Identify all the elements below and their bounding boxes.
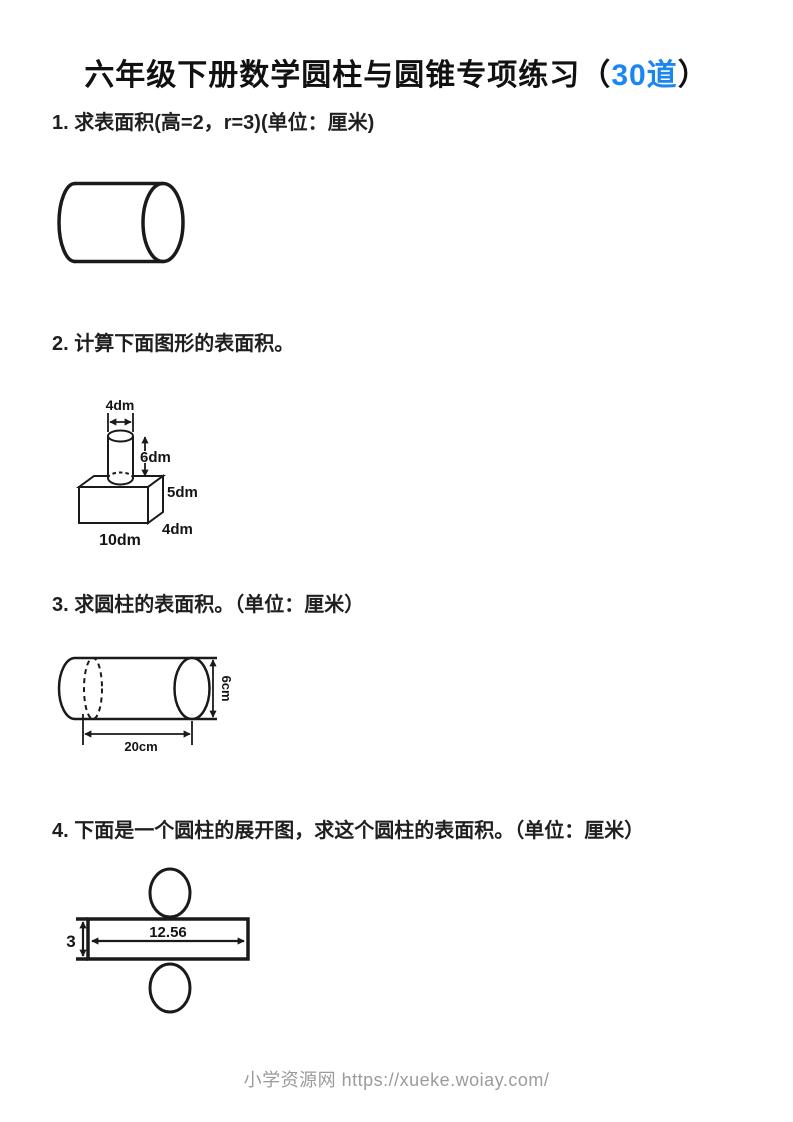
net-shape [76,867,250,1014]
cylinder-body-mask [108,436,133,483]
dimension-lines [82,659,217,745]
question-3-text: 3. 求圆柱的表面积。（单位：厘米） [52,594,365,616]
label-box-depth: 4dm [162,521,193,538]
label-box-height: 5dm [167,484,198,501]
title-prefix: 六年级下册数学圆柱与圆锥专项练习（ [84,59,612,92]
page-title: 六年级下册数学圆柱与圆锥专项练习（30道） [0,50,793,94]
question-3-cylinder-diagram: 6cm 20cm [57,656,235,755]
cylinder-shape [57,181,185,264]
label-rect-height: 3 [66,932,75,951]
cylinder-shape [107,429,134,486]
question-1-cylinder-diagram [57,181,185,264]
title-suffix: ） [677,59,709,92]
label-circumference: 12.56 [149,924,187,941]
question-1-text: 1. 求表面积(高=2，r=3)(单位：厘米) [52,112,375,134]
question-4-cylinder-net-diagram: 3 12.56 [65,867,250,1014]
label-length: 20cm [124,739,157,754]
title-question-count: 30道 [611,59,678,92]
label-box-length: 10dm [99,532,141,548]
question-4-text: 4. 下面是一个圆柱的展开图，求这个圆柱的表面积。（单位：厘米） [52,820,645,842]
label-top-diameter: 4dm [106,397,135,413]
label-diameter: 6cm [219,675,234,701]
question-2-text: 2. 计算下面图形的表面积。 [52,333,295,355]
dimension-lines [79,921,245,957]
dimension-lines [107,413,149,477]
box-shape [76,474,167,525]
footer-watermark: 小学资源网 https://xueke.woiay.com/ [243,1070,550,1090]
cylinder-shape [57,656,217,721]
question-2-cylinder-on-box-diagram: 4dm 6dm 5dm 4dm 10dm [76,396,199,548]
label-cylinder-height: 6dm [140,449,171,466]
